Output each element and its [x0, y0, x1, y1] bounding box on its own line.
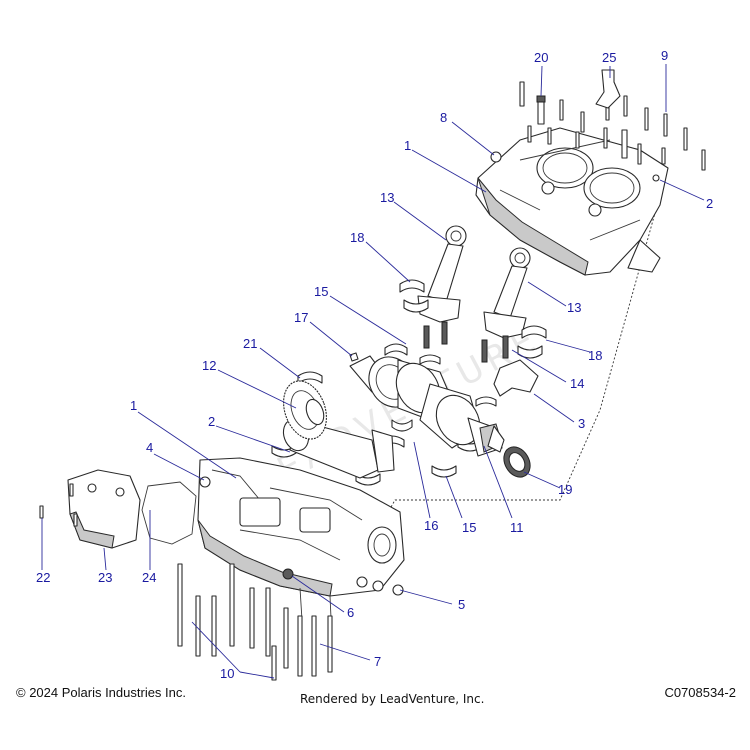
callout-15-upper: 15: [314, 284, 328, 299]
thrust-washer: [493, 359, 539, 397]
upper-crankcase: [475, 127, 669, 276]
callout-7: 7: [374, 654, 381, 669]
callout-8: 8: [440, 110, 447, 125]
breather-fitting: [595, 69, 621, 109]
callout-2-lower: 2: [208, 414, 215, 429]
callout-16: 16: [424, 518, 438, 533]
callout-12: 12: [202, 358, 216, 373]
cover-bolts: [39, 483, 78, 527]
callout-11: 11: [510, 520, 524, 535]
dowel-2: [652, 174, 660, 182]
balance-shaft-gear: [283, 380, 327, 440]
lower-crankcase: [197, 457, 405, 641]
case-bolts: [177, 563, 333, 681]
callout-14: 14: [570, 376, 584, 391]
leader-lines: [41, 64, 705, 679]
rod-bolts: [423, 321, 509, 363]
callout-1-lower: 1: [130, 398, 137, 413]
callout-3: 3: [578, 416, 585, 431]
oil-cover: [67, 469, 141, 549]
connecting-rod-right: [483, 247, 531, 339]
crankshaft: [349, 355, 505, 457]
callout-2-upper: 2: [706, 196, 713, 211]
callout-19: 19: [558, 482, 572, 497]
callout-15-lower: 15: [462, 520, 476, 535]
callout-23: 23: [98, 570, 112, 585]
crankshaft-oil-seal: [503, 446, 531, 478]
callout-17: 17: [294, 310, 308, 325]
balance-shaft-key: [349, 352, 359, 362]
callout-18-left: 18: [350, 230, 364, 245]
upper-case-bolts: [490, 69, 706, 182]
callout-24: 24: [142, 570, 156, 585]
diagram-code: C0708534-2: [664, 685, 736, 700]
callout-13-right: 13: [567, 300, 581, 315]
callout-13-left: 13: [380, 190, 394, 205]
callout-10: 10: [220, 666, 234, 681]
callout-22: 22: [36, 570, 50, 585]
drain-plug-washers: [282, 568, 404, 596]
cover-gasket: [141, 481, 197, 545]
callout-labels: 20 25 9 8 1 2 13 18 15 17 13 21 18 14 12…: [36, 48, 713, 681]
alignment-dashed-line: [384, 187, 663, 519]
callout-4: 4: [146, 440, 153, 455]
callout-6: 6: [347, 605, 354, 620]
callout-21: 21: [243, 336, 257, 351]
callout-18-right: 18: [588, 348, 602, 363]
callout-20: 20: [534, 50, 548, 65]
callout-5: 5: [458, 597, 465, 612]
rendered-by-credit: Rendered by LeadVenture, Inc.: [300, 692, 485, 706]
callout-1-upper: 1: [404, 138, 411, 153]
copyright-notice: © 2024 Polaris Industries Inc.: [16, 685, 186, 700]
callout-9: 9: [661, 48, 668, 63]
callout-25: 25: [602, 50, 616, 65]
